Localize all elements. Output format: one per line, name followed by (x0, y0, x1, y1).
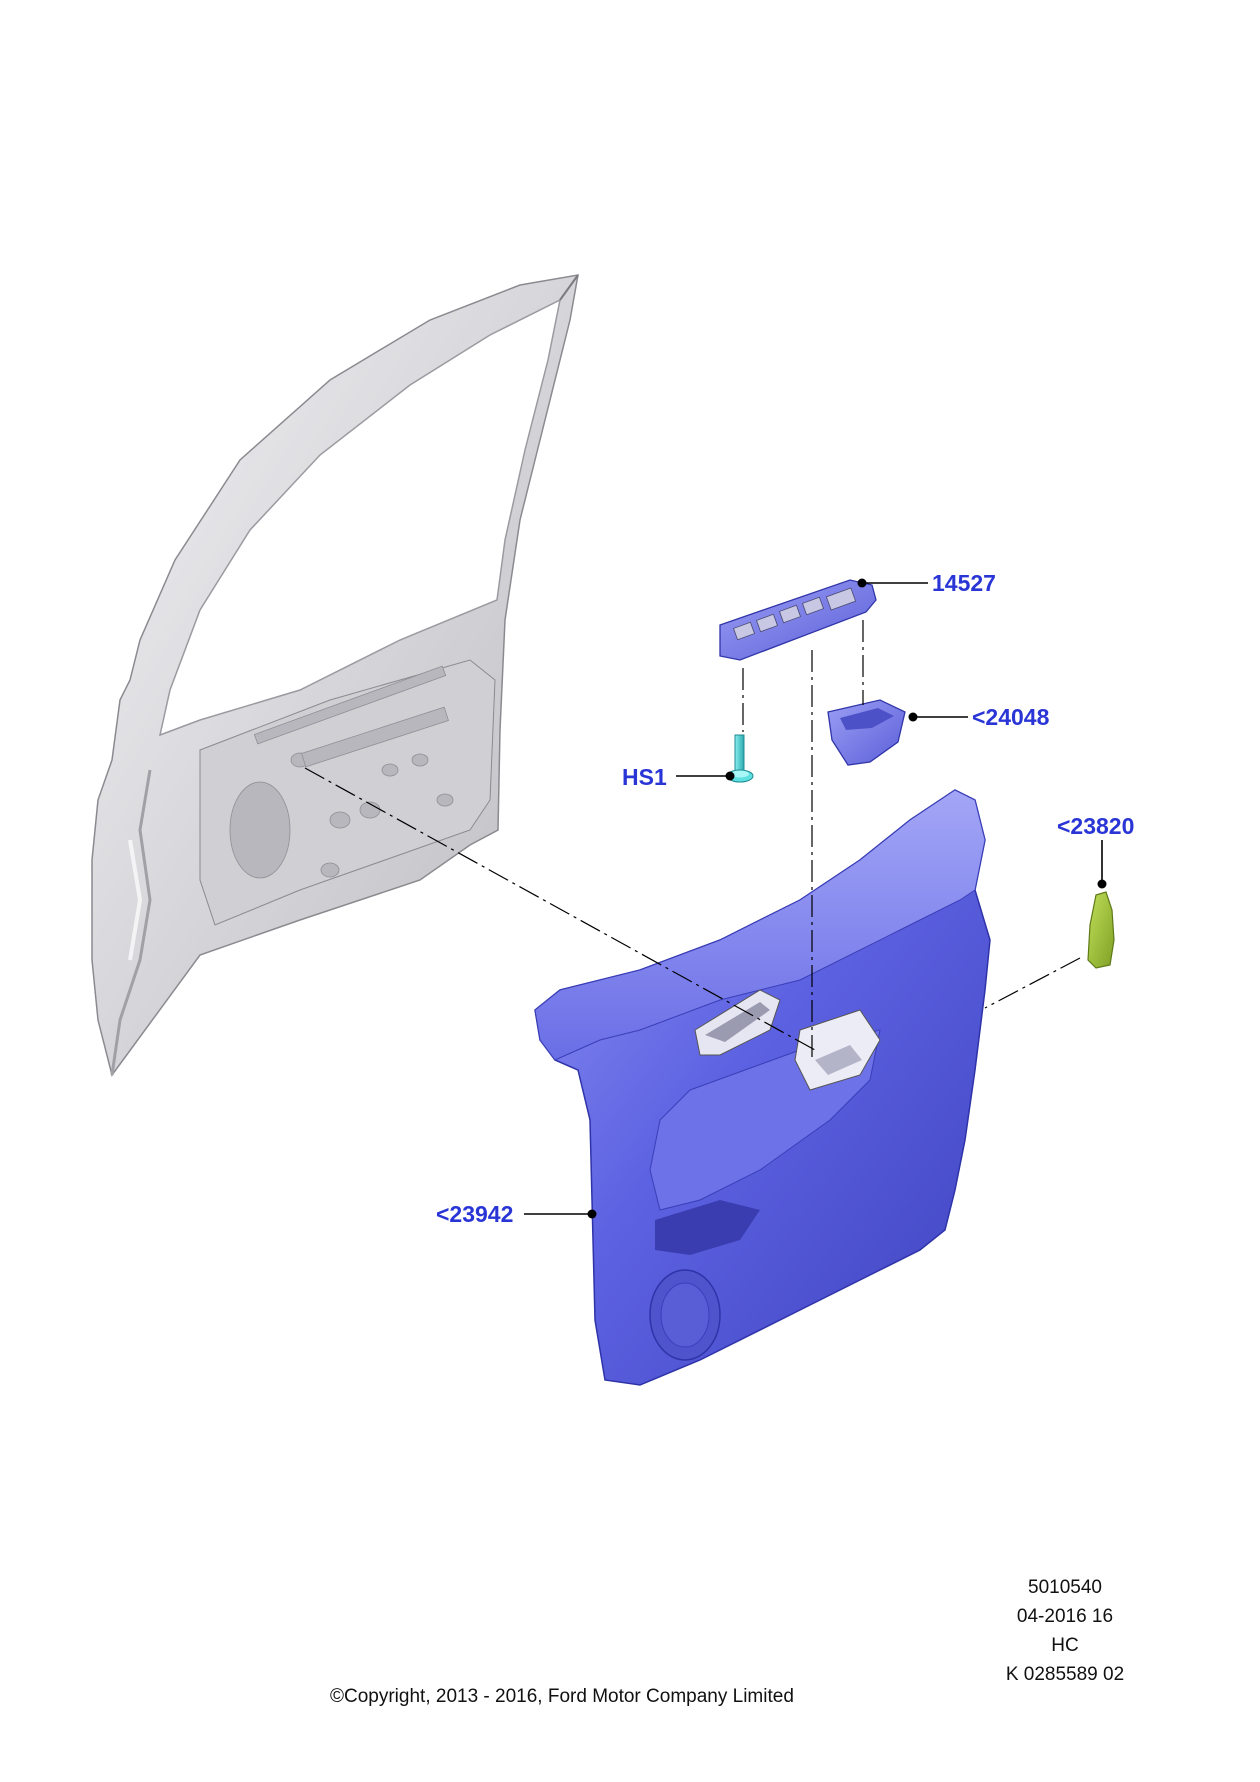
drawing-code: HC (1051, 1635, 1079, 1656)
callout-label-24048: <24048 (972, 704, 1050, 730)
drawing-id: K 0285589 02 (1005, 1664, 1125, 1685)
drawing-number: 5010540 (1028, 1577, 1102, 1598)
alignment-lines (304, 620, 1081, 1060)
callout-23942[interactable]: <23942 (436, 1201, 597, 1227)
drawing-date: 04-2016 16 (1016, 1606, 1114, 1627)
callout-23820[interactable]: <23820 (1057, 813, 1134, 889)
callout-label-14527: 14527 (932, 570, 996, 596)
door-inner-frame (91, 274, 579, 1077)
callout-hs1[interactable]: HS1 (622, 764, 735, 790)
callout-14527[interactable]: 14527 (857, 570, 996, 596)
callout-label-hs1: HS1 (622, 764, 667, 790)
callout-label-23942: <23942 (436, 1201, 513, 1227)
window-switch-bezel[interactable] (719, 579, 877, 661)
armrest-cup[interactable] (827, 699, 906, 766)
handle-insert[interactable] (1087, 891, 1115, 969)
screw-hs1[interactable] (726, 734, 754, 783)
drawing-reference-block: 5010540 04-2016 16 HC K 0285589 02 (990, 1573, 1140, 1689)
callout-24048[interactable]: <24048 (908, 704, 1050, 730)
door-trim-panel[interactable] (534, 789, 991, 1386)
copyright-notice: ©Copyright, 2013 - 2016, Ford Motor Comp… (330, 1686, 794, 1707)
callout-label-23820: <23820 (1057, 813, 1134, 839)
